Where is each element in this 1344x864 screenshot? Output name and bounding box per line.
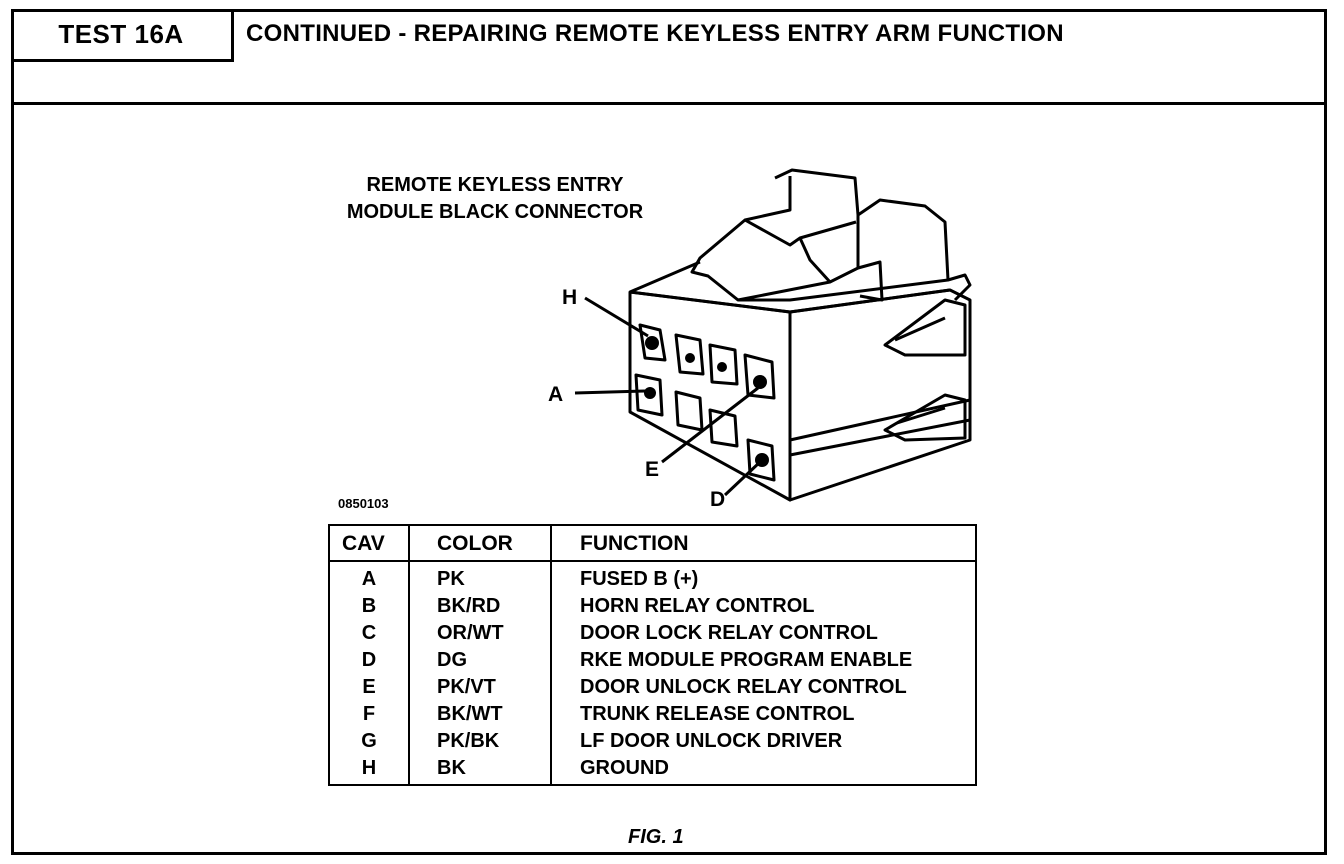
table-row: B BK/RD HORN RELAY CONTROL	[330, 593, 975, 620]
leader-line-h	[584, 296, 649, 338]
function-cell: TRUNK RELEASE CONTROL	[580, 703, 855, 725]
column-divider	[550, 526, 552, 784]
figure-id: 0850103	[338, 496, 389, 511]
color-cell: BK	[437, 757, 466, 779]
pin-label-a: A	[548, 383, 564, 406]
color-cell: BK/WT	[437, 703, 503, 725]
cavity-a-mark	[644, 387, 656, 399]
leader-line-e	[661, 386, 759, 464]
function-cell: GROUND	[580, 757, 669, 779]
header-cav: CAV	[342, 532, 385, 555]
pin-label-h: H	[562, 286, 578, 309]
test-number-label: TEST 16A	[11, 9, 234, 62]
connector-latch	[774, 168, 972, 302]
side-clip-lower	[883, 393, 967, 442]
cavity-h-mark	[645, 336, 659, 350]
table-header-row	[330, 526, 975, 562]
column-divider	[408, 526, 410, 784]
table-row: F BK/WT TRUNK RELEASE CONTROL	[330, 701, 975, 728]
figure-caption: FIG. 1	[628, 826, 684, 848]
table-row: G PK/BK LF DOOR UNLOCK DRIVER	[330, 728, 975, 755]
cavity-e-mark	[753, 375, 767, 389]
leader-line-a	[574, 389, 646, 395]
table-row: C OR/WT DOOR LOCK RELAY CONTROL	[330, 620, 975, 647]
side-clip-upper	[883, 298, 967, 357]
function-cell: DOOR UNLOCK RELAY CONTROL	[580, 676, 907, 698]
header-function: FUNCTION	[580, 532, 689, 555]
function-cell: HORN RELAY CONTROL	[580, 595, 815, 617]
connector-title-line1: REMOTE KEYLESS ENTRY	[366, 174, 624, 196]
table-row: A PK FUSED B (+)	[330, 566, 975, 593]
function-cell: LF DOOR UNLOCK DRIVER	[580, 730, 843, 752]
cav-cell: H	[361, 757, 377, 779]
pin-label-d: D	[710, 488, 726, 511]
page-title: CONTINUED - REPAIRING REMOTE KEYLESS ENT…	[246, 20, 1064, 47]
cav-cell: A	[361, 568, 377, 590]
cav-cell: D	[361, 649, 377, 671]
cavity-table: CAV COLOR FUNCTION A PK FUSED B (+) B BK/RD…	[328, 524, 977, 786]
table-row: H BK GROUND	[330, 755, 975, 782]
function-cell: RKE MODULE PROGRAM ENABLE	[580, 649, 913, 671]
table-row: D DG RKE MODULE PROGRAM ENABLE	[330, 647, 975, 674]
function-cell: FUSED B (+)	[580, 568, 699, 590]
header-row	[11, 9, 1327, 105]
cav-cell: E	[362, 676, 376, 698]
page-frame	[11, 9, 1327, 855]
leader-line-d	[723, 460, 762, 497]
color-cell: PK/BK	[437, 730, 500, 752]
pin-label-e: E	[645, 458, 660, 481]
cav-cell: C	[361, 622, 377, 644]
color-cell: PK	[437, 568, 465, 590]
color-cell: DG	[437, 649, 467, 671]
color-cell: OR/WT	[437, 622, 504, 644]
connector-title-line2: MODULE BLACK CONNECTOR	[346, 201, 644, 223]
header-color: COLOR	[437, 532, 513, 555]
color-cell: BK/RD	[437, 595, 501, 617]
color-cell: PK/VT	[437, 676, 496, 698]
function-cell: DOOR LOCK RELAY CONTROL	[580, 622, 878, 644]
connector-title: REMOTE KEYLESS ENTRY MODULE BLACK CONNEC…	[300, 172, 690, 226]
table-row: E PK/VT DOOR UNLOCK RELAY CONTROL	[330, 674, 975, 701]
cav-cell: B	[361, 595, 377, 617]
cav-cell: G	[361, 730, 377, 752]
cav-cell: F	[362, 703, 376, 725]
